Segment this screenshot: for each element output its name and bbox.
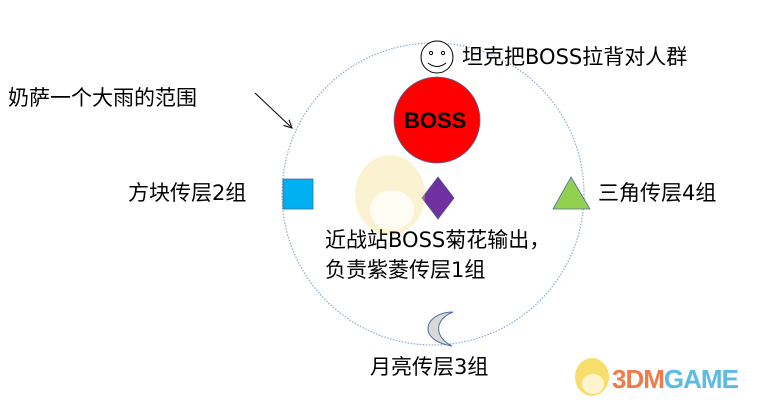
melee-label-line2: 负责紫菱传层1组 xyxy=(325,258,486,282)
moon-label: 月亮传层3组 xyxy=(370,355,489,379)
square-label: 方块传层2组 xyxy=(128,181,247,205)
rain-range-label: 奶萨一个大雨的范围 xyxy=(8,86,197,110)
boss-circle xyxy=(393,76,481,164)
tank-label: 坦克把BOSS拉背对人群 xyxy=(462,45,688,69)
tank-smiley-icon xyxy=(420,40,454,74)
logo-mascot-icon xyxy=(575,358,609,396)
triangle-marker-icon xyxy=(552,176,591,210)
triangle-label: 三角传层4组 xyxy=(598,181,717,205)
diamond-marker-icon xyxy=(421,176,455,220)
logo-prefix: 3DM xyxy=(612,364,665,394)
moon-marker-icon xyxy=(427,311,454,347)
boss-label: BOSS xyxy=(404,108,467,133)
pointer-arrow xyxy=(254,92,292,128)
mascot-watermark-icon xyxy=(355,155,425,235)
melee-label-line1: 近战站BOSS菊花输出， xyxy=(325,228,551,252)
square-marker-icon xyxy=(282,178,314,210)
logo-suffix: GAME xyxy=(663,364,739,394)
watermark-logo: 3DMGAME xyxy=(612,364,739,395)
